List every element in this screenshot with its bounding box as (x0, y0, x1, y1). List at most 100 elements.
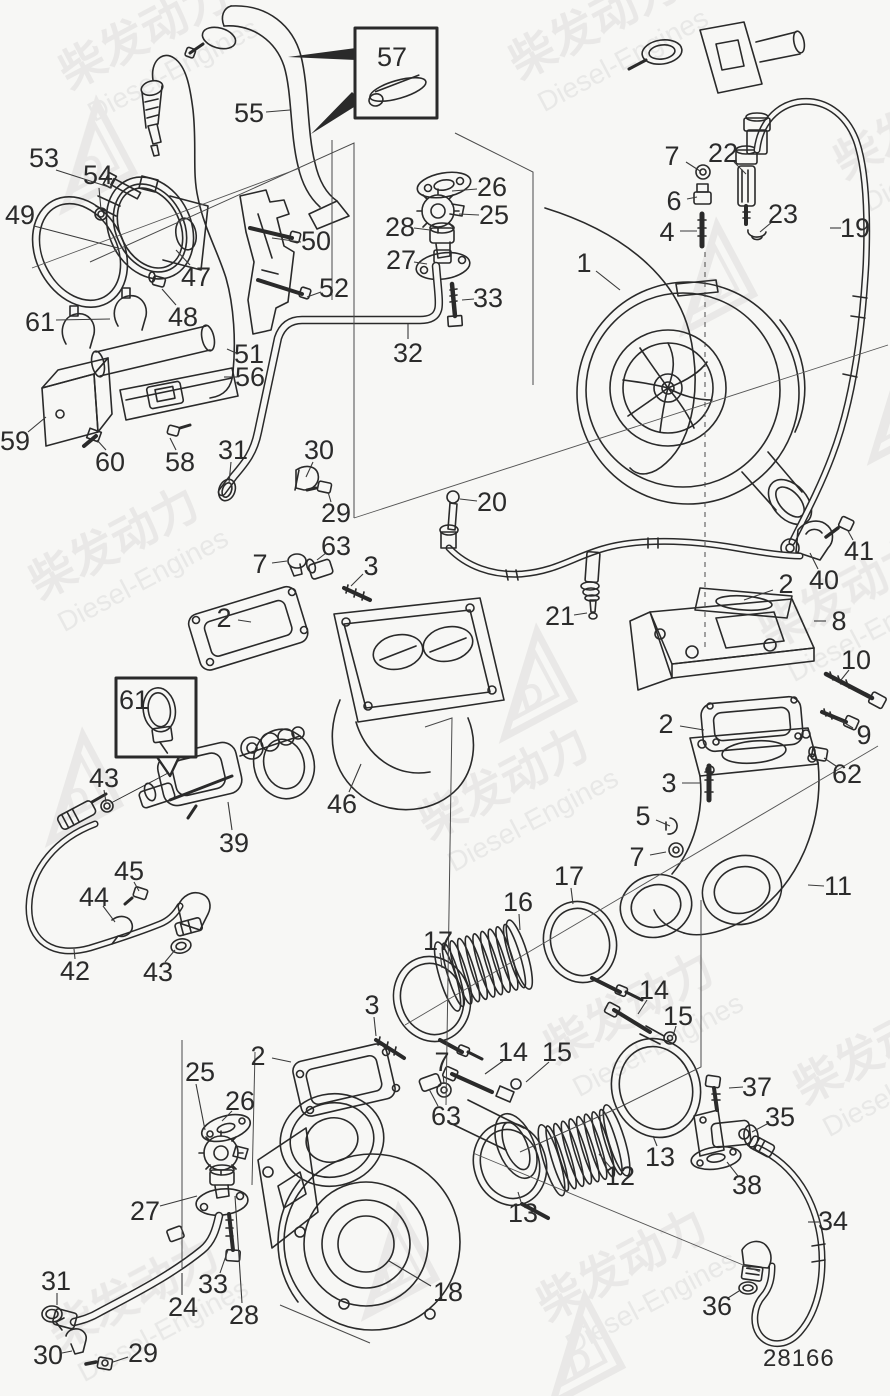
callout-leader-line (595, 270, 621, 291)
callout-9: 9 (856, 720, 871, 750)
callout-leader-line (169, 437, 177, 451)
heat-shield-pipe-55 (184, 5, 806, 230)
callout-63: 63 (321, 531, 351, 561)
callout-leader-line (221, 1110, 233, 1122)
clamp-13-right (603, 1001, 702, 1139)
callout-leader-line (61, 1350, 73, 1354)
valve-35 (690, 1074, 759, 1171)
explosion-axis-line (472, 1152, 761, 1273)
drawing-number: 28166 (763, 1345, 835, 1372)
inset-box-57 (288, 26, 439, 134)
frame-line (454, 132, 534, 385)
callout-leader-line (759, 221, 773, 233)
callout-leader-line (733, 161, 747, 175)
callout-23: 23 (768, 199, 798, 229)
callout-26: 26 (477, 172, 507, 202)
callout-leader-line (316, 552, 327, 561)
callout-4: 4 (659, 217, 674, 247)
callout-10: 10 (841, 645, 871, 675)
callout-leader-line (112, 1356, 129, 1363)
callout-1: 1 (576, 248, 591, 278)
callout-leader-line (823, 757, 837, 767)
callout-15: 15 (663, 1001, 693, 1031)
callout-18: 18 (433, 1277, 463, 1307)
hose-19 (743, 97, 871, 561)
clamp-17-right (542, 900, 644, 1002)
frame-line (89, 142, 355, 518)
inset-label-61: 61 (119, 685, 149, 715)
callout-47: 47 (181, 262, 211, 292)
callout-33: 33 (198, 1269, 228, 1299)
callout-leader-line (175, 249, 191, 266)
callout-leader-line (159, 1195, 198, 1207)
callout-leader-line (33, 225, 119, 249)
callout-leader-line (27, 416, 47, 433)
callout-leader-line (73, 948, 76, 960)
callout-34: 34 (818, 1206, 848, 1236)
frame-lines (31, 132, 889, 1344)
callout-leader-line (271, 237, 302, 243)
gasket-2-lower (292, 1043, 401, 1117)
callout-28: 28 (229, 1300, 259, 1330)
callout-leader-line (461, 298, 475, 301)
watermark-logo-icon: D (498, 622, 579, 744)
callout-leader-line (428, 1088, 439, 1107)
callout-leader-line (807, 884, 825, 887)
callout-leader-line (226, 348, 237, 354)
frame-line (279, 1304, 371, 1344)
callout-27: 27 (130, 1196, 160, 1226)
callout-leader-line (413, 227, 431, 231)
explosion-axis-line (353, 344, 889, 519)
callout-61: 61 (25, 307, 55, 337)
callout-54: 54 (83, 160, 113, 190)
callout-39: 39 (219, 828, 249, 858)
oil-feed-pipe-32 (217, 261, 444, 502)
callout-leader-line (459, 498, 478, 502)
callout-leader-line (234, 1195, 243, 1304)
callout-leader-line (686, 196, 698, 200)
callout-leader-line (847, 530, 854, 541)
callout-31: 31 (218, 435, 248, 465)
callout-2: 2 (250, 1041, 265, 1071)
hose-42 (25, 771, 211, 955)
callout-43: 43 (143, 957, 173, 987)
callout-17: 17 (554, 861, 584, 891)
callout-58: 58 (165, 447, 195, 477)
callout-29: 29 (321, 498, 351, 528)
callout-leader-line (598, 1153, 612, 1169)
callout-leader-line (458, 213, 480, 216)
callout-leader-line (103, 789, 107, 803)
callout-50: 50 (301, 226, 331, 256)
callout-14: 14 (639, 975, 669, 1005)
callout-7: 7 (252, 549, 267, 579)
callout-35: 35 (765, 1102, 795, 1132)
callout-32: 32 (393, 338, 423, 368)
callout-leader-line (726, 1161, 739, 1177)
callout-45: 45 (114, 856, 144, 886)
callout-leader-line (55, 318, 111, 321)
frame-line (519, 900, 702, 1153)
callout-leader-line (518, 913, 521, 931)
clamp-13-left (472, 1121, 550, 1220)
callout-53: 53 (29, 143, 59, 173)
callout-leader-line (227, 801, 233, 831)
callout-leader-line (98, 187, 102, 211)
callout-leader-line (517, 1191, 522, 1203)
callout-26: 26 (225, 1086, 255, 1116)
callout-43: 43 (89, 763, 119, 793)
bolt-9 (820, 708, 860, 731)
callout-29: 29 (128, 1338, 158, 1368)
callout-leader-line (809, 552, 819, 570)
callout-7: 7 (664, 141, 679, 171)
frame-line (424, 717, 453, 1106)
callout-leader-line (484, 1060, 504, 1075)
callout-leader-line (195, 1083, 206, 1131)
callout-44: 44 (79, 882, 109, 912)
